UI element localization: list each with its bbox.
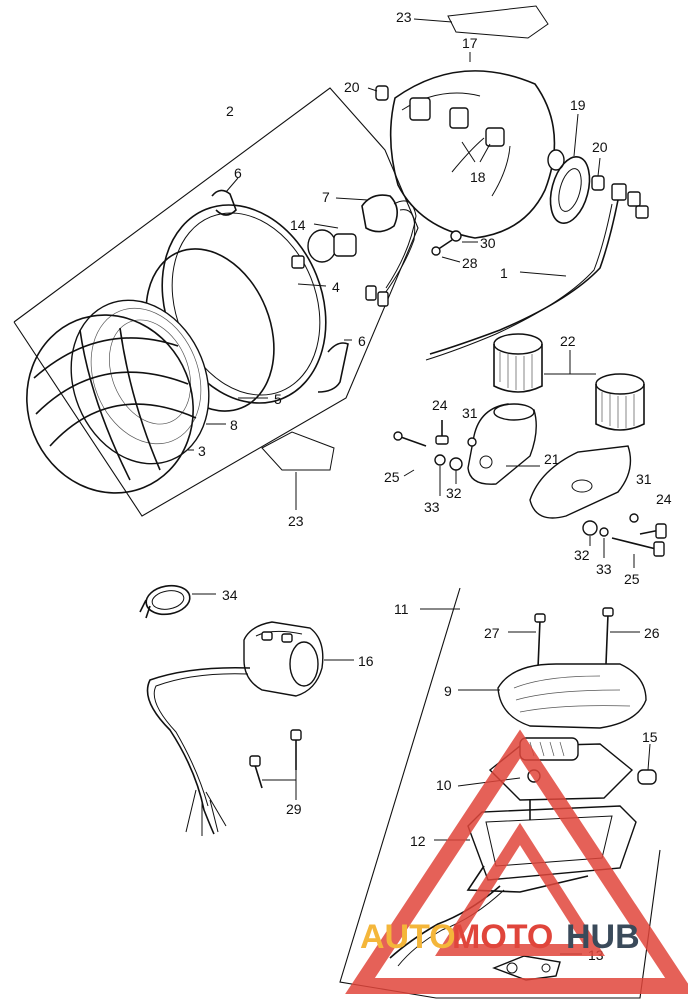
grommet-right xyxy=(591,175,605,191)
label-sticker-top xyxy=(447,5,549,39)
callout-2: 2 xyxy=(226,103,234,119)
watermark-triangle-inner xyxy=(435,822,605,956)
bolt-left xyxy=(393,431,427,447)
callout-16: 16 xyxy=(358,653,374,669)
washer-33-left xyxy=(434,454,446,466)
wire-clamp xyxy=(139,584,191,619)
callout-23-top: 23 xyxy=(396,9,412,25)
headlight-case xyxy=(389,70,565,239)
callout-8: 8 xyxy=(230,417,238,433)
callout-10: 10 xyxy=(436,777,452,793)
callout-25-left: 25 xyxy=(384,469,400,485)
watermark: AUTO MOTO HUB xyxy=(345,729,688,994)
turn-signal-housing-right xyxy=(529,445,632,519)
mounting-bracket xyxy=(492,955,561,981)
callout-33-right: 33 xyxy=(596,561,612,577)
taillight-bulb xyxy=(637,769,657,785)
callout-21: 21 xyxy=(544,451,560,467)
watermark-word-hub: HUB xyxy=(566,918,640,956)
callout-12: 12 xyxy=(410,833,426,849)
turn-signal-lens-left xyxy=(493,333,543,393)
callout-3: 3 xyxy=(198,443,206,459)
callout-5: 5 xyxy=(274,391,282,407)
callout-24-right: 24 xyxy=(656,491,672,507)
callout-26: 26 xyxy=(644,625,660,641)
washer-33-right xyxy=(599,527,609,537)
washer-31-right xyxy=(629,513,639,523)
washer-32-left xyxy=(449,457,463,471)
wire-harness xyxy=(425,183,649,361)
callout-34: 34 xyxy=(222,587,238,603)
callout-29: 29 xyxy=(286,801,302,817)
watermark-word-moto: MOTO xyxy=(452,918,553,956)
case-side-ring xyxy=(549,156,591,224)
screw-and-washer xyxy=(431,230,462,256)
callout-32-right: 32 xyxy=(574,547,590,563)
callout-1: 1 xyxy=(500,265,508,281)
washer-31-left xyxy=(467,437,477,447)
washer-32-right xyxy=(582,520,598,536)
callout-24-left: 24 xyxy=(432,397,448,413)
callout-17: 17 xyxy=(462,35,478,51)
lens-screw-26 xyxy=(602,607,614,665)
turn-signal-housing-left xyxy=(467,403,537,485)
callout-28: 28 xyxy=(462,255,478,271)
callout-19: 19 xyxy=(570,97,586,113)
callout-27: 27 xyxy=(484,625,500,641)
lens-screw-27 xyxy=(534,613,546,669)
taillight-lens xyxy=(497,663,647,729)
callout-11: 11 xyxy=(394,601,409,617)
grommet-upper xyxy=(375,85,389,101)
callout-22: 22 xyxy=(560,333,576,349)
bolt-right xyxy=(611,537,665,557)
spring-clip-lower xyxy=(317,342,349,393)
callout-25-right: 25 xyxy=(624,571,640,587)
screw-24-right xyxy=(639,523,667,539)
screw-24-left xyxy=(435,420,449,445)
watermark-triangle-outer xyxy=(345,729,688,994)
callout-33-left: 33 xyxy=(424,499,440,515)
callout-23-lower: 23 xyxy=(288,513,304,529)
bulb-socket xyxy=(361,194,417,307)
callout-labels: 23 17 20 2 19 20 6 18 7 14 30 28 1 4 22 … xyxy=(198,9,672,963)
callout-31-left: 31 xyxy=(462,405,478,421)
headlight-lens-with-guard xyxy=(26,299,210,494)
callout-7: 7 xyxy=(322,189,330,205)
callout-4: 4 xyxy=(332,279,340,295)
turn-signal-lens-right xyxy=(595,373,645,431)
callout-6-lower: 6 xyxy=(358,333,366,349)
callout-20-upper: 20 xyxy=(344,79,360,95)
spring-clip-upper xyxy=(211,189,237,216)
callout-15: 15 xyxy=(642,729,658,745)
switch-screws xyxy=(249,729,302,789)
label-sticker-lower xyxy=(261,431,335,471)
callout-6-upper: 6 xyxy=(234,165,242,181)
callout-14: 14 xyxy=(290,217,306,233)
headlight-bulb xyxy=(307,229,357,263)
watermark-word-auto: AUTO xyxy=(360,918,456,956)
callout-30: 30 xyxy=(480,235,496,251)
callout-31-right: 31 xyxy=(636,471,652,487)
callout-20-right: 20 xyxy=(592,139,608,155)
headlight-assembly-frame xyxy=(13,87,419,517)
callout-32-left: 32 xyxy=(446,485,462,501)
handlebar-switch xyxy=(146,621,324,836)
callout-9: 9 xyxy=(444,683,452,699)
callout-18: 18 xyxy=(470,169,486,185)
